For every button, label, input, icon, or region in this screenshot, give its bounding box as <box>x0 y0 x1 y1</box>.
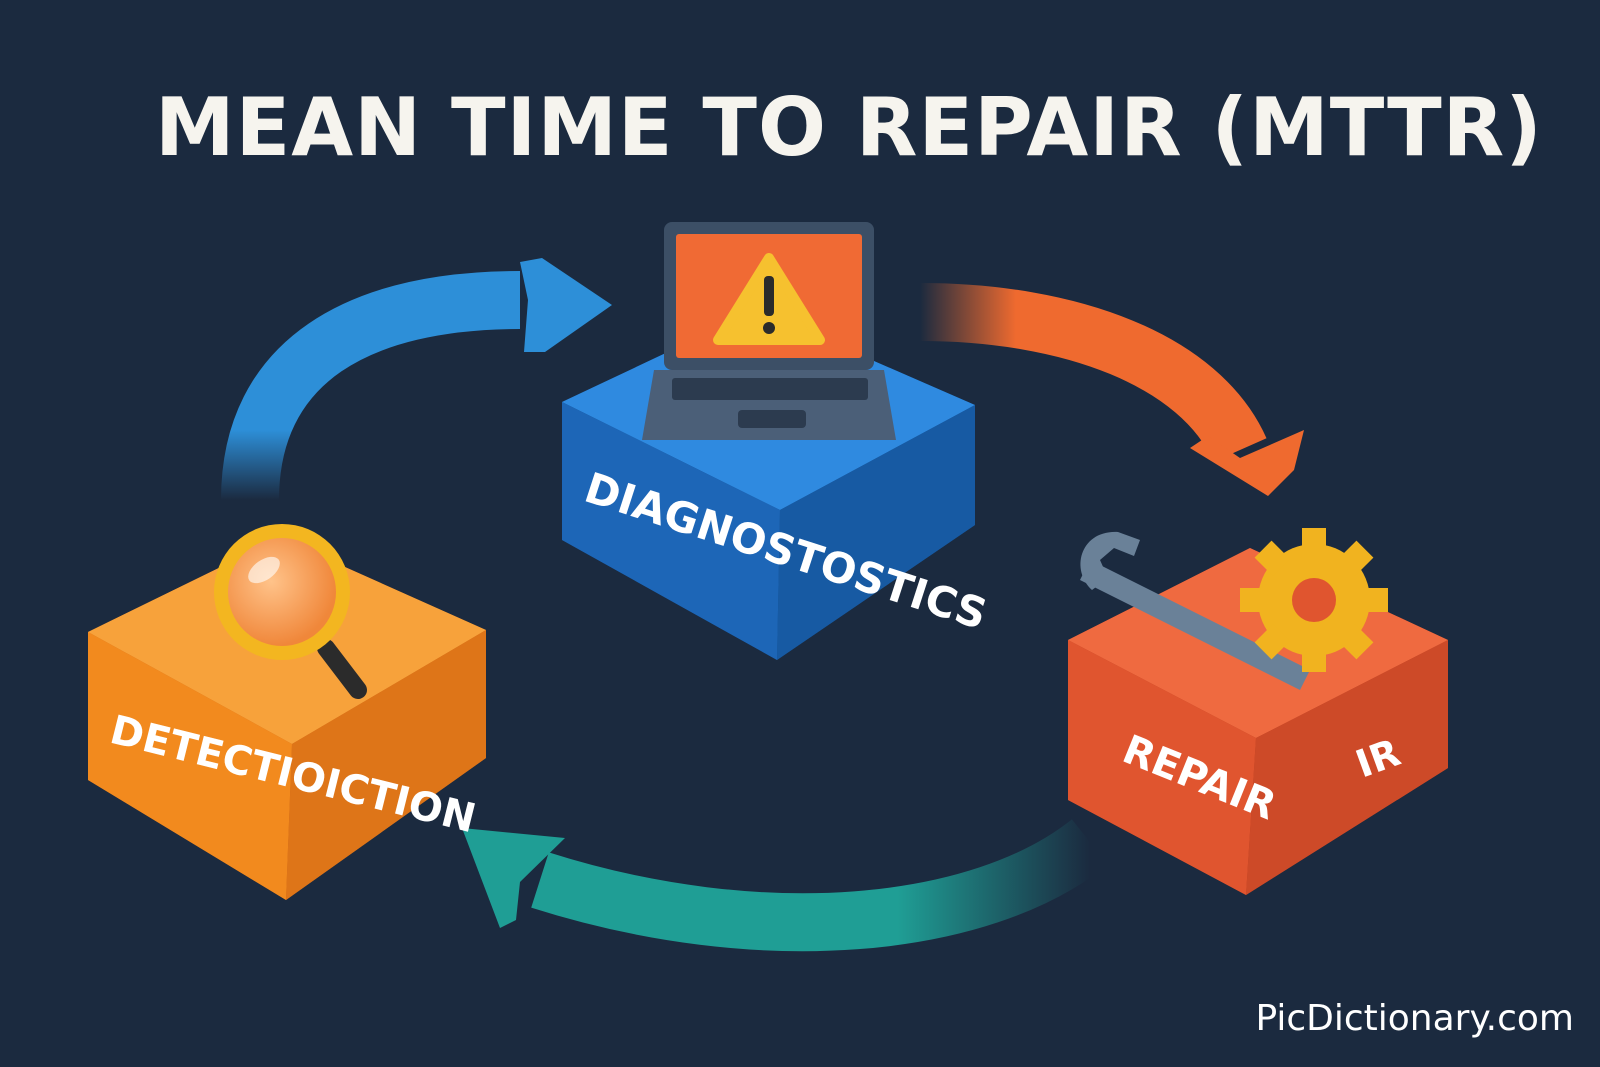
arrow-repair-to-detection <box>462 819 1109 952</box>
watermark: PicDictionary.com <box>1255 998 1574 1039</box>
magnifier-icon <box>214 524 367 699</box>
wrench-gear-icon <box>1080 528 1388 690</box>
diagram-title: MEAN TIME TO REPAIR (MTTR) <box>155 81 1543 174</box>
repair-block: REPAIR IR <box>1068 548 1448 895</box>
arrow-detection-to-diagnostics <box>221 258 612 501</box>
laptop-warning-icon <box>642 222 896 440</box>
arrow-diagnostics-to-repair <box>919 283 1304 496</box>
